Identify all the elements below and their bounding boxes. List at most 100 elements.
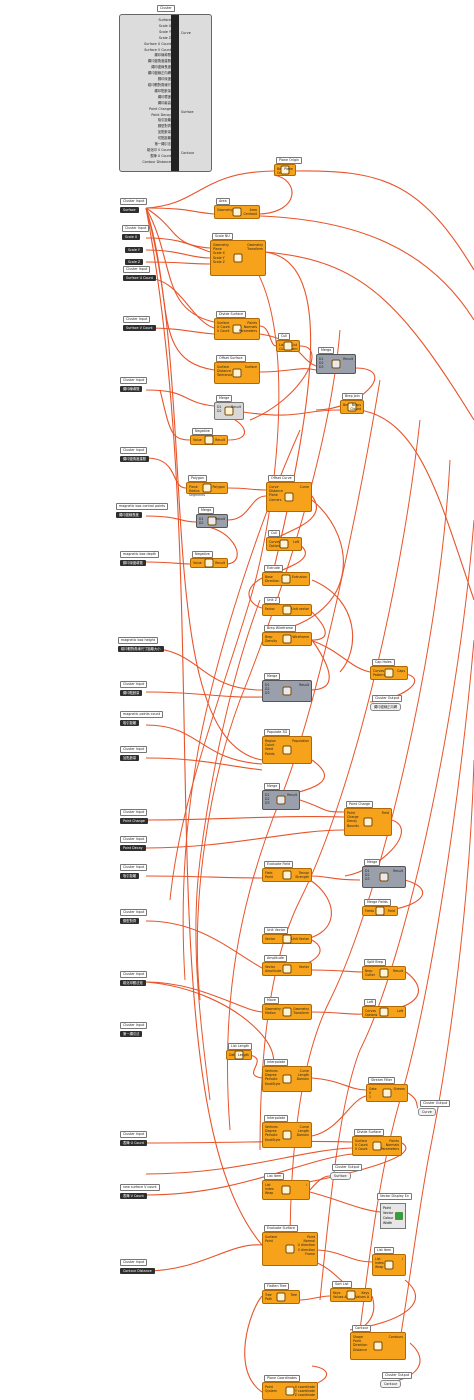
input-port[interactable]: Tree bbox=[265, 1293, 272, 1297]
output-port[interactable]: Extrusion bbox=[292, 575, 307, 579]
output-port[interactable]: Z coordinate bbox=[294, 1393, 315, 1398]
cluster-input-param[interactable]: 磁化印體法矩 bbox=[120, 980, 146, 986]
input-port[interactable]: Amplitude bbox=[265, 969, 282, 974]
input-port[interactable]: Charge bbox=[347, 815, 359, 820]
cluster-input-port[interactable]: 鋼印深度 bbox=[157, 77, 171, 82]
output-port[interactable]: Parameters bbox=[238, 329, 257, 334]
input-port[interactable]: Distance bbox=[217, 369, 231, 374]
negative1-component[interactable]: Value Result bbox=[190, 435, 228, 445]
cluster-input-port[interactable]: 第一繩引法 bbox=[154, 142, 171, 147]
output-port[interactable]: Result bbox=[215, 561, 225, 565]
cluster-input-port[interactable]: 繩印邊角度建照 bbox=[147, 59, 171, 64]
input-port[interactable]: Options bbox=[365, 1013, 378, 1018]
cluster-input-param[interactable]: Scale X bbox=[122, 234, 141, 240]
output-port[interactable]: Parameters bbox=[380, 1147, 399, 1152]
output-port[interactable]: Length bbox=[298, 1129, 309, 1134]
input-port[interactable]: Scale Z bbox=[213, 259, 225, 264]
input-port[interactable]: Path bbox=[265, 1297, 273, 1302]
input-port[interactable]: D1 bbox=[265, 683, 270, 687]
cluster-output-contour[interactable]: Contour bbox=[181, 151, 195, 155]
output-port[interactable]: Stream bbox=[393, 1087, 405, 1091]
cluster-input-param[interactable]: 磁印體對角線尺寸距離大小 bbox=[118, 646, 164, 652]
input-port[interactable]: Plane bbox=[269, 493, 278, 498]
input-port[interactable]: Point bbox=[353, 1339, 361, 1344]
output-port[interactable]: Result bbox=[215, 438, 225, 442]
output-port[interactable]: Area bbox=[249, 208, 257, 212]
plane-origin-component[interactable]: BaseOriginPlane bbox=[274, 164, 296, 176]
input-port[interactable]: System bbox=[265, 1389, 277, 1394]
output-port[interactable]: Length bbox=[238, 1053, 249, 1057]
input-port[interactable]: Point bbox=[265, 875, 273, 880]
input-port[interactable]: Vertices bbox=[265, 1125, 278, 1129]
cluster-input-port[interactable]: Contour Distance bbox=[142, 159, 171, 164]
cluster-input-param[interactable]: Surface U Count bbox=[123, 275, 156, 281]
input-port[interactable]: D1 bbox=[199, 517, 204, 521]
input-port[interactable]: D3 bbox=[365, 877, 370, 882]
input-port[interactable]: Periodic bbox=[265, 1077, 278, 1082]
input-port[interactable]: 0 bbox=[369, 1091, 372, 1096]
output-port[interactable]: Normals bbox=[385, 1143, 399, 1148]
input-port[interactable]: Curves bbox=[373, 669, 385, 673]
input-port[interactable]: Scale Y bbox=[213, 255, 225, 260]
input-port[interactable]: Direction bbox=[265, 579, 280, 584]
input-port[interactable]: U Count bbox=[217, 325, 230, 330]
input-port[interactable]: D2 bbox=[265, 687, 270, 692]
input-port[interactable]: Gate bbox=[369, 1087, 377, 1091]
input-port[interactable]: Periodic bbox=[265, 1133, 278, 1138]
input-port[interactable]: Surface bbox=[217, 321, 230, 325]
cluster-input-param[interactable]: Scale Z bbox=[125, 259, 144, 265]
output-port[interactable]: Y coordinate bbox=[295, 1389, 315, 1394]
cluster-input-port[interactable]: Point Decay bbox=[151, 112, 171, 117]
input-port[interactable]: Vector bbox=[265, 965, 276, 969]
cluster-input-port[interactable]: Scale Y bbox=[159, 29, 171, 34]
input-port[interactable]: D1 bbox=[319, 357, 324, 361]
output-port[interactable]: Curve bbox=[299, 1069, 309, 1073]
output-port[interactable]: Result bbox=[231, 405, 241, 409]
output-port[interactable]: Length bbox=[298, 1073, 309, 1078]
cluster-input-port[interactable]: Surface V Count bbox=[144, 47, 171, 52]
input-port[interactable]: Tolerance bbox=[217, 373, 233, 378]
output-port[interactable]: Result bbox=[393, 869, 403, 873]
input-port[interactable]: Base bbox=[265, 575, 273, 579]
output-port[interactable]: Tree bbox=[290, 1293, 297, 1297]
cluster-input-param[interactable]: 第一繩引法 bbox=[120, 1031, 143, 1037]
input-port[interactable]: Value bbox=[193, 438, 202, 442]
output-port[interactable]: Loft bbox=[293, 540, 299, 544]
input-port[interactable]: D2 bbox=[265, 797, 270, 802]
output-port[interactable]: Values A bbox=[355, 1295, 369, 1300]
output-port[interactable]: Plane bbox=[284, 167, 293, 171]
input-port[interactable]: Geometry bbox=[213, 243, 229, 247]
cluster-input-param[interactable]: 表陣 V Count bbox=[120, 1193, 147, 1199]
input-port[interactable]: Data bbox=[229, 1053, 237, 1057]
output-port[interactable]: Transform bbox=[247, 247, 263, 252]
output-port[interactable]: Result bbox=[215, 517, 225, 521]
input-port[interactable]: Distance bbox=[269, 489, 283, 494]
output-port[interactable]: Result bbox=[343, 357, 353, 361]
input-port[interactable]: Decay bbox=[347, 819, 358, 824]
output-port[interactable]: V direction bbox=[297, 1247, 315, 1252]
input-port[interactable]: Segments bbox=[189, 493, 206, 498]
input-port[interactable]: D2 bbox=[217, 409, 222, 414]
input-port[interactable]: Motion bbox=[265, 1011, 276, 1016]
